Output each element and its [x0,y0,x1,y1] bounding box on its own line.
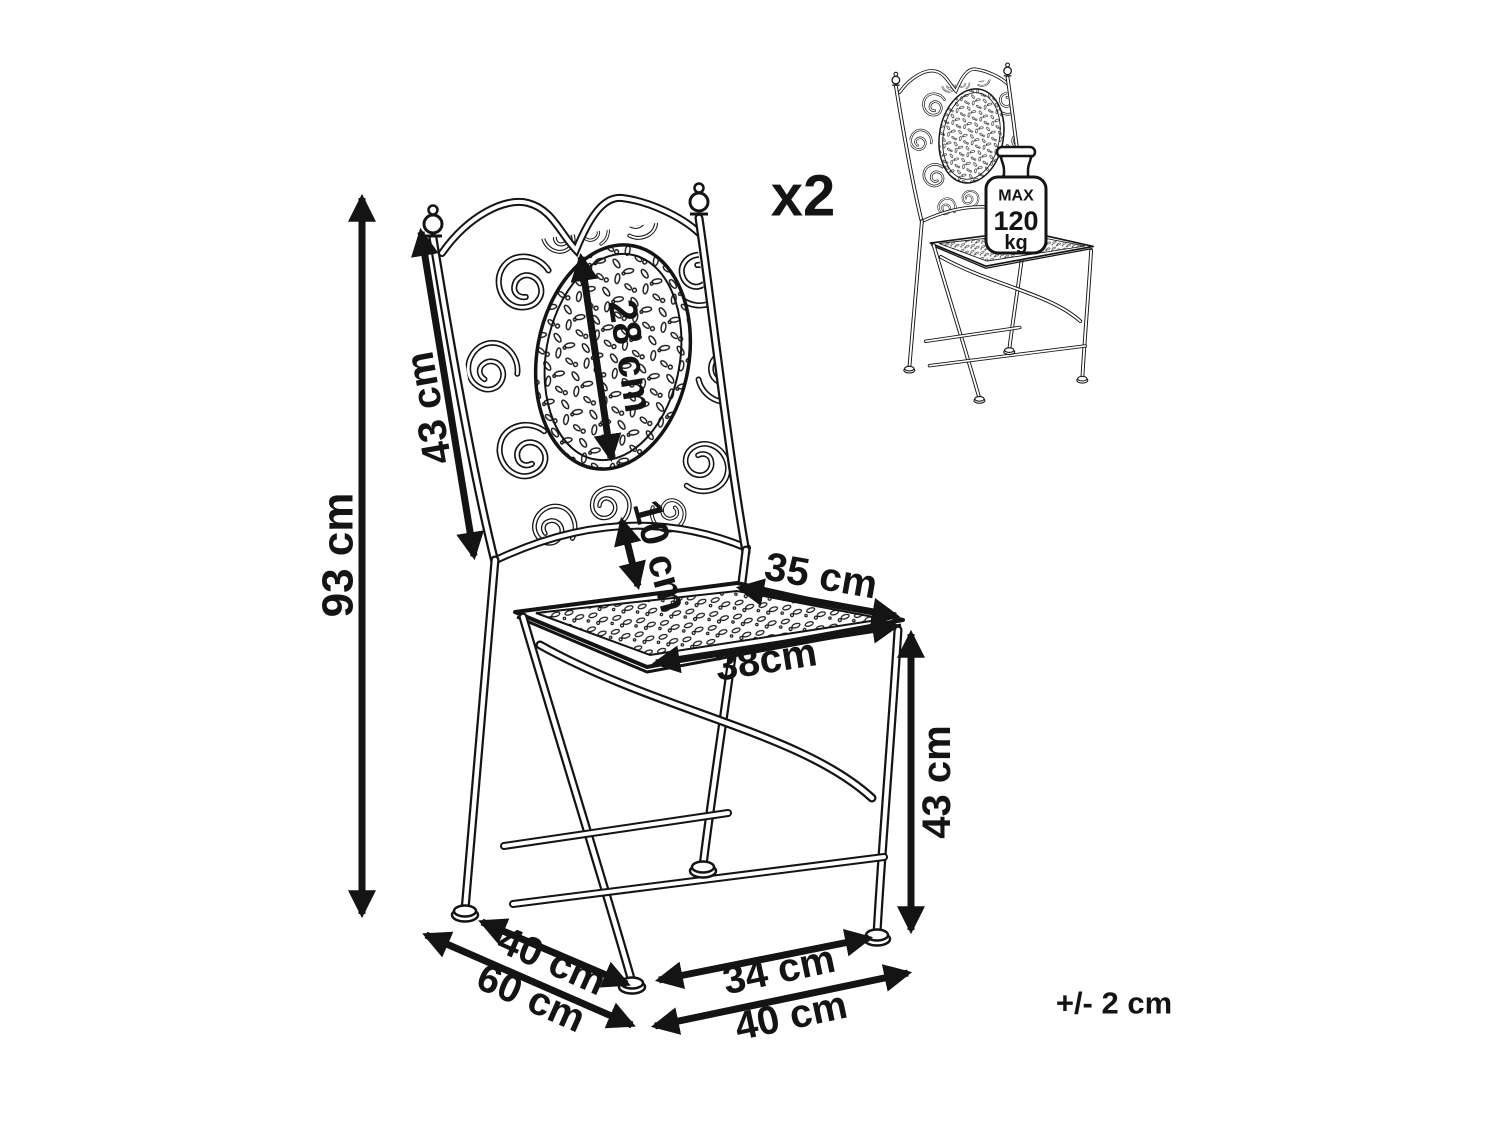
tolerance-label: +/- 2 cm [1056,986,1172,1021]
finial-left [422,204,444,238]
dim-seat-side-arrow [735,578,901,626]
dim-seat-height-label: 43 cm [915,725,959,838]
max-load-unit: kg [1004,232,1027,254]
max-load-weight: MAX 120 kg [984,145,1048,255]
dim-seat-front-arrow [651,615,901,674]
chair-backrest [422,182,751,567]
finial-right [688,182,710,216]
dim-footprint-depth-arrow [422,931,636,1029]
quantity-label: x2 [771,164,836,229]
dim-total-height-label: 93 cm [314,493,363,618]
dim-medallion-length-arrow [570,252,622,463]
dim-backrest-seat-gap-arrow [614,516,646,591]
max-load-label: MAX [998,188,1034,205]
dimension-arrows [348,193,925,1035]
chair-front-legs [500,612,903,987]
max-load-value: 120 [993,206,1038,236]
dim-footprint-width-arrow [650,964,913,1035]
dim-backrest-length-arrow [411,227,484,561]
